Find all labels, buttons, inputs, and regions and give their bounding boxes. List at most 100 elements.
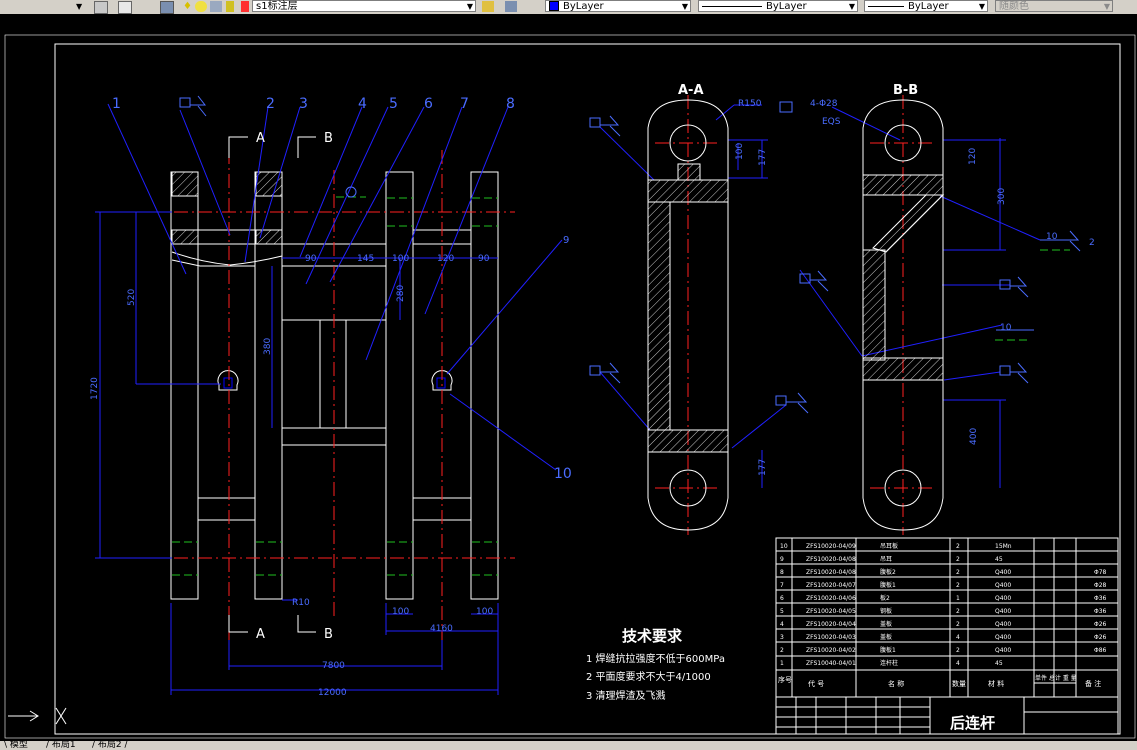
bom-cell-name: 盖板	[880, 620, 892, 628]
chevron-down-icon[interactable]: ▼	[681, 2, 688, 11]
bom-cell-no: 5	[780, 608, 784, 615]
balloon-3: 3	[299, 96, 308, 112]
tab-layout2[interactable]: / 布局2 /	[92, 740, 128, 750]
layer-combo[interactable]: s1标注层 ▼	[252, 0, 476, 12]
balloon-2: 2	[266, 96, 275, 112]
dim-r10: R10	[292, 598, 310, 608]
dim-top-120: 120	[437, 254, 454, 264]
color-combo[interactable]: ByLayer ▼	[545, 0, 691, 12]
cut-label-b-bottom: B	[324, 627, 333, 642]
lifting-lug-right	[431, 370, 453, 391]
bulb-icon[interactable]: ♦	[183, 1, 192, 12]
drawing-canvas[interactable]: 1 2 3 4 5 6 7 8 9 10 A B A B 12000 7800 …	[0, 14, 1137, 742]
bom-cell-name: 板2	[880, 594, 890, 602]
bom-cell-code: ZFS10020-04/09	[806, 543, 856, 550]
lineweight-combo-value: ByLayer	[908, 1, 949, 12]
dim-height: 1720	[90, 377, 100, 400]
lineweight-preview-icon	[868, 5, 904, 7]
bom-cell-qty: 2	[956, 621, 960, 628]
bom-cell-note: Φ28	[1094, 582, 1107, 589]
tab-model[interactable]: \ 模型	[4, 740, 28, 750]
bom-cell-mat: Q400	[995, 582, 1011, 589]
dim-bottom-100-left: 100	[392, 607, 409, 617]
bb-hole-bottom	[884, 469, 922, 507]
dim-aa-177-bottom: 177	[758, 459, 768, 476]
dim-inner-width: 7800	[322, 661, 345, 671]
layer-color-swatch-icon	[241, 1, 249, 12]
lug-pin-right	[436, 377, 446, 389]
bom-cell-mat: Q400	[995, 569, 1011, 576]
balloon-9: 9	[563, 235, 569, 246]
bom-cell-qty: 2	[956, 608, 960, 615]
plotstyle-combo: 随颜色 ▼	[995, 0, 1113, 12]
bom-cell-note: Φ26	[1094, 634, 1107, 641]
cut-labels: A B A B	[256, 131, 333, 642]
make-current-icon[interactable]	[482, 1, 494, 12]
hatch-top-1	[171, 171, 199, 197]
layer-previous-icon[interactable]	[118, 1, 132, 14]
ucs-icon	[8, 707, 67, 725]
bom-cell-mat: 45	[995, 556, 1003, 563]
bom-cell-note: Φ78	[1094, 569, 1107, 576]
tab-layout1[interactable]: / 布局1	[46, 740, 76, 750]
title-block-name: 后连杆	[950, 714, 995, 732]
bom-cell-mat: 15Mn	[995, 543, 1012, 550]
linetype-preview-icon	[702, 5, 762, 7]
tech-req-title: 技术要求	[622, 627, 683, 645]
dim-top-100: 100	[392, 254, 409, 264]
bom-cell-mat: Q400	[995, 647, 1011, 654]
lineweight-combo[interactable]: ByLayer ▼	[864, 0, 988, 12]
bom-cell-mat: Q400	[995, 634, 1011, 641]
hatch-top-2	[255, 171, 283, 197]
hatch-mid-2	[255, 229, 283, 245]
bom-cell-name: 盖板	[880, 633, 892, 641]
bom-cell-name: 腹板1	[880, 581, 896, 589]
column-3	[385, 171, 414, 600]
bom-cell-code: ZFS10020-04/06	[806, 595, 856, 602]
section-aa-view	[647, 99, 729, 531]
bom-cell-no: 7	[780, 582, 784, 589]
bom-cell-note: Φ36	[1094, 608, 1107, 615]
sun-icon[interactable]	[195, 1, 207, 12]
section-bb-view	[862, 99, 945, 531]
chevron-down-icon[interactable]: ▼	[466, 2, 473, 11]
bom-cell-note: Φ26	[1094, 621, 1107, 628]
bom-cell-no: 2	[780, 647, 784, 654]
bb-hole-top	[884, 124, 922, 162]
plot-icon[interactable]	[226, 1, 234, 12]
balloon-labels: 1 2 3 4 5 6 7 8 9 10	[112, 96, 572, 482]
aa-hole-top	[669, 124, 707, 162]
layer-stack-icon[interactable]	[160, 1, 174, 14]
dim-right-span: 4160	[430, 624, 453, 634]
bom-cell-code: ZFS10020-04/03	[806, 634, 856, 641]
bom-cell-code: ZFS10020-04/08	[806, 569, 856, 576]
chevron-down-icon: ▼	[1103, 2, 1110, 11]
bom-cell-mat: 45	[995, 660, 1003, 667]
bom-cell-code: ZFS10020-04/08	[806, 556, 856, 563]
balloon-4: 4	[358, 96, 367, 112]
tech-req-item-1: 1 焊缝抗拉强度不低于600MPa	[586, 652, 725, 665]
dim-aa-177-top: 177	[758, 149, 768, 166]
dim-aa-100: 100	[735, 143, 745, 160]
chevron-down-icon[interactable]: ▼	[978, 2, 985, 11]
dim-small-height: 280	[396, 285, 406, 302]
bom-header: 序号 代 号 名 称 数量 材 料 单件 总计 重 量 备 注	[778, 674, 1101, 688]
lock-icon[interactable]	[210, 1, 222, 12]
bb-outline	[862, 99, 944, 531]
chevron-down-icon[interactable]: ▼	[848, 2, 855, 11]
layer-manager-icon[interactable]	[94, 1, 108, 14]
dropdown-arrow-icon[interactable]: ▼	[76, 2, 83, 11]
bom-cell-note: Φ86	[1094, 647, 1107, 654]
hatch-mid-1	[171, 229, 199, 245]
linetype-combo[interactable]: ByLayer ▼	[698, 0, 858, 12]
dim-bb-400: 400	[969, 428, 979, 445]
bom-cell-qty: 2	[956, 647, 960, 654]
cut-label-a-top: A	[256, 131, 265, 146]
bom-header-code: 代 号	[808, 679, 824, 688]
color-swatch-icon	[549, 1, 559, 11]
aa-outline	[647, 99, 729, 531]
tech-req-item-3: 3 清理焊渣及飞溅	[586, 689, 666, 702]
layer-states-icon[interactable]	[505, 1, 517, 12]
bom-cell-name: 腹板2	[880, 568, 896, 576]
